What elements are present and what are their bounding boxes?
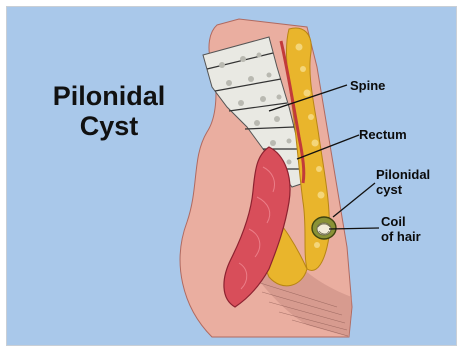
pilonidal-cyst-label-line-1: Pilonidal <box>376 167 430 182</box>
diagram-frame: Pilonidal Cyst Spine Rectum Pilonidal cy… <box>6 6 457 346</box>
title-line-2: Cyst <box>45 111 173 141</box>
coil-of-hair <box>317 223 331 235</box>
spine-label: Spine <box>350 78 385 93</box>
pilonidal-cyst-label: Pilonidal cyst <box>376 167 430 197</box>
diagram-title: Pilonidal Cyst <box>45 81 173 141</box>
rectum-label: Rectum <box>359 127 407 142</box>
title-line-1: Pilonidal <box>45 81 173 111</box>
coil-of-hair-label-line-1: Coil <box>381 214 421 229</box>
pilonidal-cyst-label-line-2: cyst <box>376 182 430 197</box>
coil-of-hair-label-line-2: of hair <box>381 229 421 244</box>
coil-of-hair-label: Coil of hair <box>381 214 421 244</box>
